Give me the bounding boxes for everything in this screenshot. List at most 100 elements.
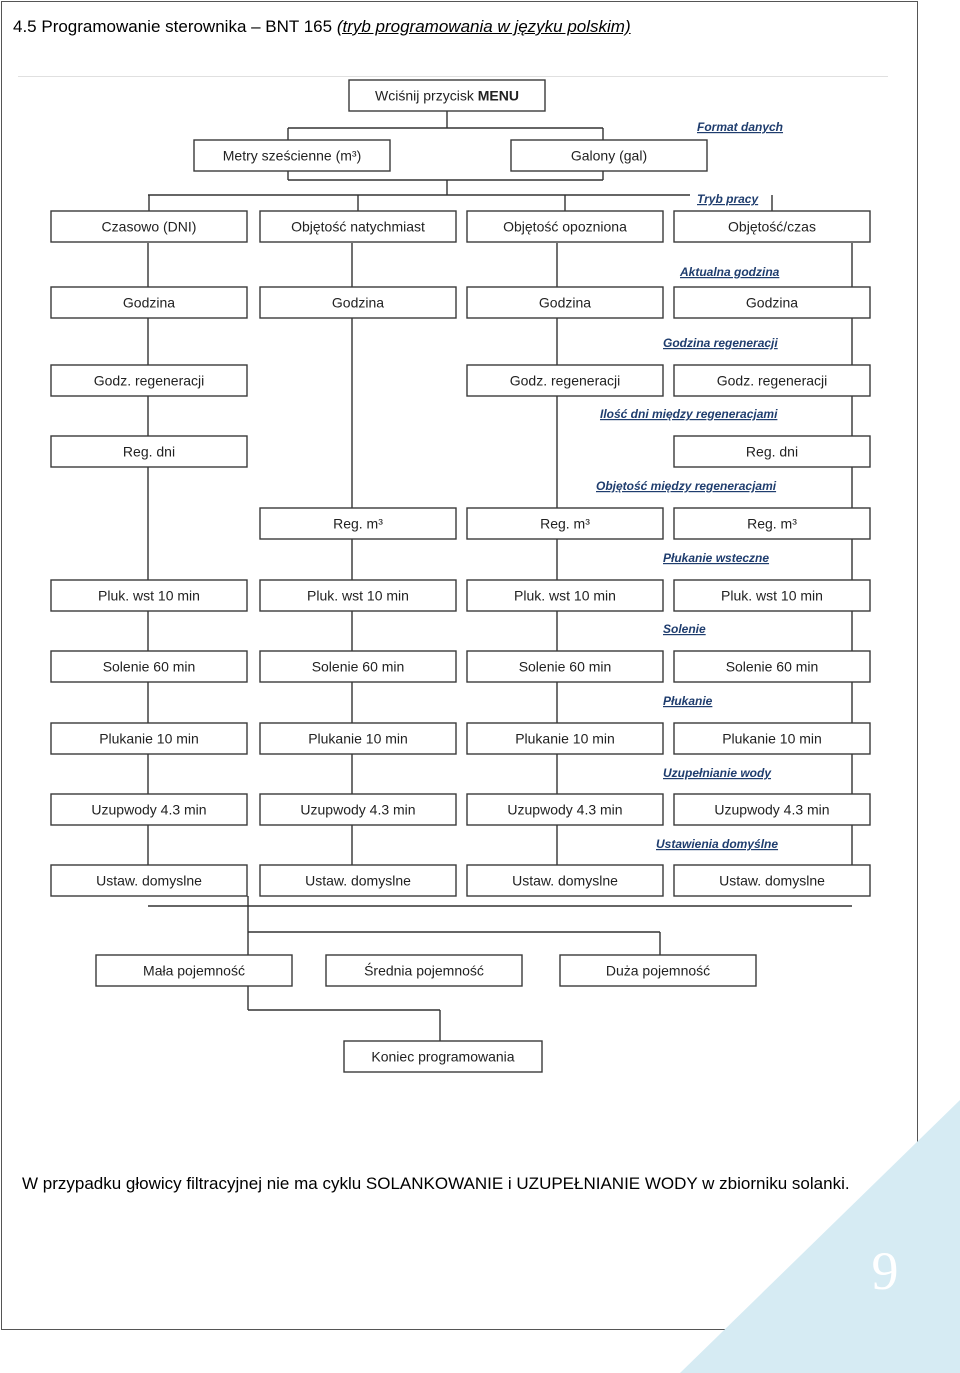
page-number: 9 <box>871 1241 899 1301</box>
brine-box-3-label: Solenie 60 min <box>519 659 612 675</box>
section-refill: Uzupełnianie wody <box>663 766 772 780</box>
defaults-box-4-label: Ustaw. domyslne <box>719 873 825 889</box>
section-defaults: Ustawienia domyślne <box>656 837 778 851</box>
unit-box-gallons: Galony (gal) <box>510 139 708 172</box>
brine-box-2-label: Solenie 60 min <box>312 659 405 675</box>
rinse-box-1-label: Plukanie 10 min <box>99 731 199 747</box>
backwash-box-4-label: Pluk. wst 10 min <box>721 588 823 604</box>
rinse-box-2: Plukanie 10 min <box>259 722 457 755</box>
reg-days-box-1-label: Reg. dni <box>123 444 175 460</box>
section-backwash: Płukanie wsteczne <box>663 551 769 565</box>
capacity-box-1: Mała pojemność <box>95 954 293 987</box>
mode-box-2: Objętość natychmiast <box>259 210 457 243</box>
backwash-box-1-label: Pluk. wst 10 min <box>98 588 200 604</box>
flowchart-boxes: Wciśnij przycisk MENU Metry sześcienne (m… <box>50 79 871 1073</box>
regen-time-box-1-label: Godz. regeneracji <box>94 373 205 389</box>
section-rinse: Płukanie <box>663 694 713 708</box>
capacity-box-2: Średnia pojemność <box>325 954 523 987</box>
defaults-box-2-label: Ustaw. domyslne <box>305 873 411 889</box>
brine-box-1: Solenie 60 min <box>50 650 248 683</box>
brine-box-4: Solenie 60 min <box>673 650 871 683</box>
rinse-box-3-label: Plukanie 10 min <box>515 731 615 747</box>
flowchart-connectors <box>147 111 853 1041</box>
time-box-4: Godzina <box>673 286 871 319</box>
refill-box-2-label: Uzupwody 4.3 min <box>300 802 415 818</box>
backwash-box-3-label: Pluk. wst 10 min <box>514 588 616 604</box>
time-box-1-label: Godzina <box>123 295 175 311</box>
mode-box-4-label: Objętość/czas <box>728 219 816 235</box>
mode-box-1-label: Czasowo (DNI) <box>102 219 197 235</box>
mode-box-1: Czasowo (DNI) <box>50 210 248 243</box>
regen-time-box-3-label: Godz. regeneracji <box>510 373 621 389</box>
capacity-box-1-label: Mała pojemność <box>143 963 245 979</box>
mode-box-3-label: Objętość opozniona <box>503 219 627 235</box>
regen-time-box-3: Godz. regeneracji <box>466 364 664 397</box>
time-box-1: Godzina <box>50 286 248 319</box>
rinse-box-4-label: Plukanie 10 min <box>722 731 822 747</box>
capacity-box-3-label: Duża pojemność <box>606 963 710 979</box>
rinse-box-1: Plukanie 10 min <box>50 722 248 755</box>
page-title-main: 4.5 Programowanie sterownika – BNT 165 <box>13 17 333 36</box>
defaults-box-3-label: Ustaw. domyslne <box>512 873 618 889</box>
reg-volume-box-3-label: Reg. m³ <box>540 516 590 532</box>
defaults-box-1-label: Ustaw. domyslne <box>96 873 202 889</box>
unit-box-gallons-label: Galony (gal) <box>571 148 647 164</box>
refill-box-2: Uzupwody 4.3 min <box>259 793 457 826</box>
regen-time-box-4: Godz. regeneracji <box>673 364 871 397</box>
start-box-label: Wciśnij przycisk MENU <box>375 88 519 104</box>
defaults-box-2: Ustaw. domyslne <box>259 864 457 897</box>
rinse-box-4: Plukanie 10 min <box>673 722 871 755</box>
section-regen-time: Godzina regeneracji <box>663 336 778 350</box>
backwash-box-4: Pluk. wst 10 min <box>673 579 871 612</box>
time-box-3: Godzina <box>466 286 664 319</box>
backwash-box-3: Pluk. wst 10 min <box>466 579 664 612</box>
end-box-label: Koniec programowania <box>371 1049 514 1065</box>
backwash-box-1: Pluk. wst 10 min <box>50 579 248 612</box>
reg-volume-box-4: Reg. m³ <box>673 507 871 540</box>
brine-box-4-label: Solenie 60 min <box>726 659 819 675</box>
section-brining: Solenie <box>663 622 706 636</box>
section-days-between: Ilość dni między regeneracjami <box>600 407 778 421</box>
defaults-box-3: Ustaw. domyslne <box>466 864 664 897</box>
reg-days-box-4: Reg. dni <box>673 435 871 468</box>
page-frame <box>1 1 918 1330</box>
page-title: 4.5 Programowanie sterownika – BNT 165 (… <box>13 17 631 37</box>
start-box: Wciśnij przycisk MENU <box>348 79 546 112</box>
mode-box-4: Objętość/czas <box>673 210 871 243</box>
reg-volume-box-3: Reg. m³ <box>466 507 664 540</box>
refill-box-1-label: Uzupwody 4.3 min <box>91 802 206 818</box>
time-box-4-label: Godzina <box>746 295 798 311</box>
time-box-3-label: Godzina <box>539 295 591 311</box>
reg-days-box-1: Reg. dni <box>50 435 248 468</box>
brine-box-1-label: Solenie 60 min <box>103 659 196 675</box>
capacity-box-2-label: Średnia pojemność <box>364 962 484 979</box>
refill-box-4: Uzupwody 4.3 min <box>673 793 871 826</box>
regen-time-box-1: Godz. regeneracji <box>50 364 248 397</box>
section-data-format: Format danych <box>697 120 783 134</box>
backwash-box-2-label: Pluk. wst 10 min <box>307 588 409 604</box>
reg-days-box-4-label: Reg. dni <box>746 444 798 460</box>
defaults-box-4: Ustaw. domyslne <box>673 864 871 897</box>
section-mode: Tryb pracy <box>697 192 759 206</box>
mode-box-3: Objętość opozniona <box>466 210 664 243</box>
section-volume-between: Objętość między regeneracjami <box>596 479 777 493</box>
reg-volume-box-4-label: Reg. m³ <box>747 516 797 532</box>
rinse-box-3: Plukanie 10 min <box>466 722 664 755</box>
refill-box-3-label: Uzupwody 4.3 min <box>507 802 622 818</box>
footnote: W przypadku głowicy filtracyjnej nie ma … <box>22 1174 850 1193</box>
end-box: Koniec programowania <box>343 1040 543 1073</box>
section-current-time: Aktualna godzina <box>679 265 780 279</box>
reg-volume-box-2: Reg. m³ <box>259 507 457 540</box>
heading-rule <box>18 76 888 77</box>
capacity-box-3: Duża pojemność <box>559 954 757 987</box>
refill-box-3: Uzupwody 4.3 min <box>466 793 664 826</box>
defaults-box-1: Ustaw. domyslne <box>50 864 248 897</box>
time-box-2-label: Godzina <box>332 295 384 311</box>
regen-time-box-4-label: Godz. regeneracji <box>717 373 828 389</box>
time-box-2: Godzina <box>259 286 457 319</box>
page-title-mode: (tryb programowania w języku polskim) <box>336 17 631 36</box>
rinse-box-2-label: Plukanie 10 min <box>308 731 408 747</box>
refill-box-4-label: Uzupwody 4.3 min <box>714 802 829 818</box>
unit-box-cubic-meters: Metry sześcienne (m³) <box>193 139 391 172</box>
